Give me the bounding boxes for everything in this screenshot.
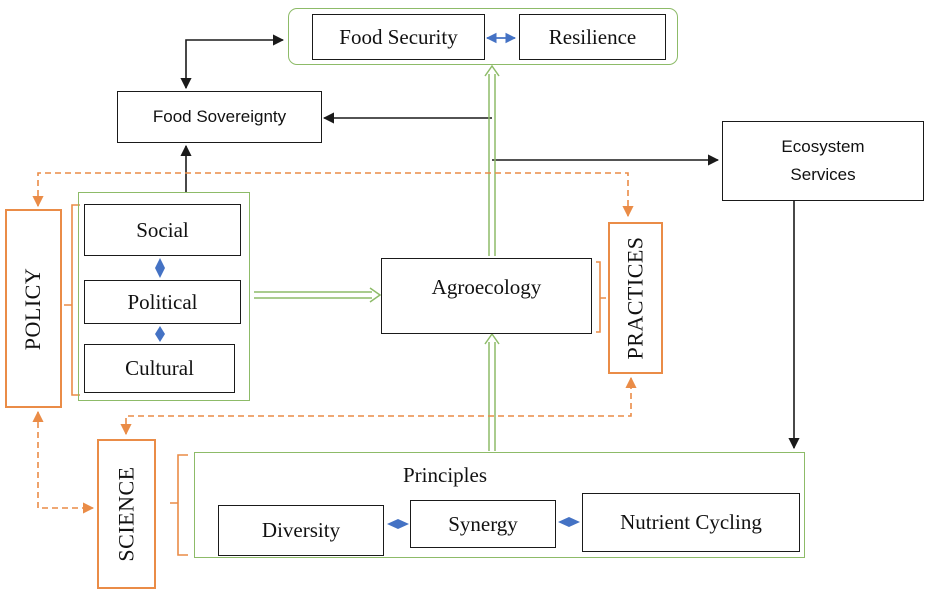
synergy-nutrient-diamond bbox=[558, 517, 580, 527]
practices-label: PRACTICES bbox=[622, 236, 648, 360]
ecosystem-services-line1: Ecosystem bbox=[781, 137, 865, 156]
policy-practices-dashed-link bbox=[32, 172, 634, 218]
resilience-box: Resilience bbox=[519, 14, 666, 60]
agroecology-to-outcomes-arrow bbox=[484, 64, 500, 256]
principles-group bbox=[194, 452, 805, 558]
policy-label: POLICY bbox=[20, 267, 46, 350]
principles-to-agroecology-arrow bbox=[484, 332, 500, 451]
principles-title: Principles bbox=[403, 463, 487, 487]
synergy-box: Synergy bbox=[410, 500, 556, 548]
science-brace bbox=[170, 454, 188, 556]
social-political-diamond bbox=[155, 258, 165, 278]
practices-box: PRACTICES bbox=[608, 222, 663, 374]
agroecology-label: Agroecology bbox=[431, 275, 542, 299]
policy-science-dashed-link bbox=[32, 410, 95, 514]
dimensions-to-agroecology-arrow bbox=[254, 287, 382, 303]
ecosystem-services-box: Ecosystem Services bbox=[722, 121, 924, 201]
political-cultural-diamond bbox=[155, 326, 165, 342]
ecosystem-services-line2: Services bbox=[790, 165, 856, 184]
science-label: SCIENCE bbox=[113, 466, 139, 562]
sovereignty-security-link bbox=[180, 34, 285, 90]
synergy-label: Synergy bbox=[448, 511, 518, 536]
political-label: Political bbox=[127, 289, 198, 314]
practices-brace bbox=[596, 261, 606, 333]
nutrient-cycling-label: Nutrient Cycling bbox=[620, 510, 762, 534]
agroecology-box: Agroecology bbox=[381, 258, 592, 334]
policy-brace bbox=[64, 204, 80, 396]
cultural-box: Cultural bbox=[84, 344, 235, 393]
political-box: Political bbox=[84, 280, 241, 324]
resilience-label: Resilience bbox=[548, 24, 637, 49]
food-sovereignty-box: Food Sovereignty bbox=[117, 91, 322, 143]
nutrient-cycling-box: Nutrient Cycling bbox=[582, 493, 800, 552]
policy-box: POLICY bbox=[5, 209, 62, 408]
cultural-label: Cultural bbox=[125, 356, 194, 380]
social-box: Social bbox=[84, 204, 241, 256]
outcomes-group bbox=[288, 8, 678, 65]
diversity-synergy-diamond bbox=[387, 519, 409, 529]
diversity-box: Diversity bbox=[218, 505, 384, 556]
science-box: SCIENCE bbox=[97, 439, 156, 589]
science-practices-dashed-link bbox=[120, 376, 637, 436]
food-security-box: Food Security bbox=[312, 14, 485, 60]
diversity-label: Diversity bbox=[261, 518, 341, 542]
dimensions-group bbox=[78, 192, 250, 401]
social-label: Social bbox=[136, 217, 189, 242]
food-security-label: Food Security bbox=[339, 24, 458, 49]
food-sovereignty-label: Food Sovereignty bbox=[152, 107, 287, 126]
